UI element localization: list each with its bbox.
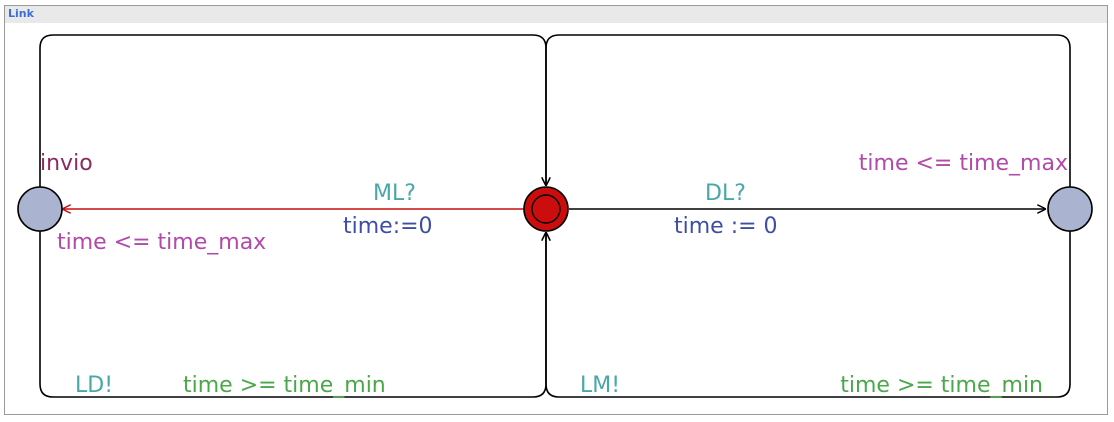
edge-left-to-center-guard: time >= time_min xyxy=(183,373,386,398)
edge-right-to-center-sync: LM! xyxy=(580,373,620,398)
edge-center-to-right-update: time := 0 xyxy=(674,214,778,239)
initial-marker-ring xyxy=(531,194,561,224)
location-left[interactable] xyxy=(17,186,63,232)
edge-right-to-center[interactable] xyxy=(546,34,1071,188)
edge-right-to-center-guard: time >= time_min xyxy=(840,373,1043,398)
location-right[interactable] xyxy=(1047,186,1093,232)
template-panel: Link xyxy=(4,5,1108,415)
edge-left-to-center[interactable] xyxy=(39,34,546,188)
edge-left-to-center-sync: LD! xyxy=(75,373,113,398)
location-center-initial[interactable] xyxy=(523,186,569,232)
location-left-invariant: time <= time_max xyxy=(57,230,266,255)
location-left-name: invio xyxy=(40,151,93,176)
location-right-invariant: time <= time_max xyxy=(859,151,1068,176)
edge-right-to-center-lower[interactable] xyxy=(546,230,1071,398)
template-name[interactable]: Link xyxy=(8,7,34,20)
edge-center-to-left-update: time:=0 xyxy=(343,214,433,239)
edge-center-to-right-sync: DL? xyxy=(705,181,746,206)
template-title-bar: Link xyxy=(5,6,1107,23)
edge-left-to-center-lower[interactable] xyxy=(39,230,546,398)
edge-center-to-left-sync: ML? xyxy=(373,181,416,206)
